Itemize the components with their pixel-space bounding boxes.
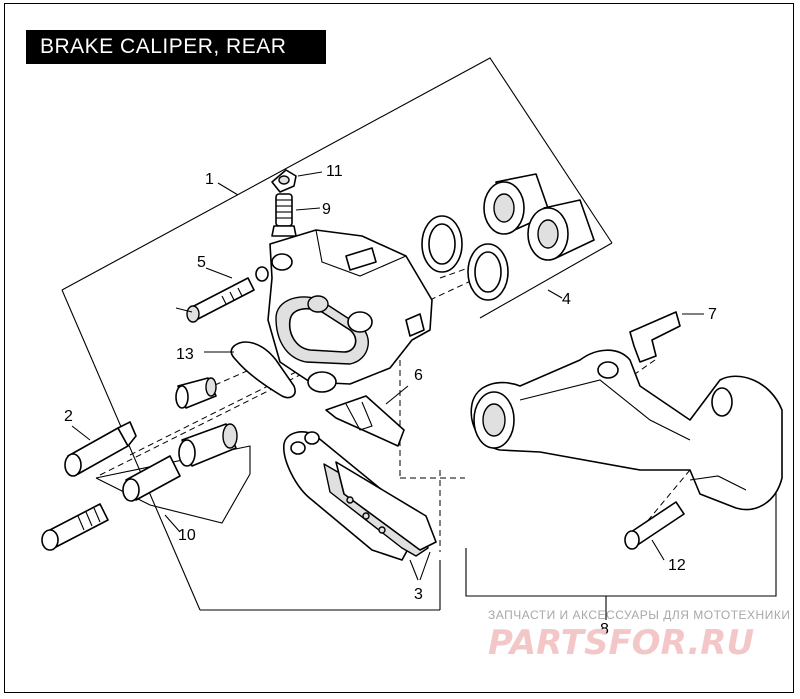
brake-pads-part-3 — [283, 431, 437, 581]
group-bracket-10 — [95, 445, 251, 533]
pin-part-2 — [64, 421, 137, 477]
callout-12: 12 — [668, 557, 686, 574]
bolt-part-10 — [41, 503, 109, 551]
bleeder-valve-part-9 — [271, 193, 321, 237]
callout-9: 9 — [322, 201, 331, 218]
callout-10: 10 — [178, 527, 196, 544]
seal-part-13 — [204, 341, 296, 399]
piston-sleeve — [175, 377, 217, 409]
watermark-tagline: ЗАПЧАСТИ И АКСЕССУАРЫ ДЛЯ МОТОТЕХНИКИ — [488, 608, 790, 622]
bracket-pin-part-12 — [624, 501, 685, 561]
callout-8: 8 — [600, 621, 609, 638]
watermark: ЗАПЧАСТИ И АКСЕССУАРЫ ДЛЯ МОТОТЕХНИКИ PA… — [488, 608, 790, 663]
guide-pin-part-5 — [175, 266, 269, 323]
caliper-bracket-part-8 — [470, 349, 783, 511]
callout-labels: 1 2 3 4 5 6 7 8 9 10 11 12 13 — [64, 163, 717, 638]
group-bracket-1 — [61, 57, 613, 611]
callout-1: 1 — [205, 171, 214, 188]
callout-5: 5 — [197, 254, 206, 271]
callout-3: 3 — [414, 586, 423, 603]
diagram-title: BRAKE CALIPER, REAR — [26, 30, 326, 64]
group-bracket-8 — [465, 440, 777, 620]
callout-13: 13 — [176, 346, 194, 363]
watermark-logo: PARTSFOR.RU — [488, 623, 754, 663]
caliper-housing-part-1 — [267, 229, 433, 393]
diagram-frame — [4, 3, 794, 693]
group-bracket-4 — [479, 242, 613, 319]
pistons-part-4 — [421, 173, 595, 301]
callout-11: 11 — [326, 163, 343, 180]
callout-2: 2 — [64, 408, 73, 425]
bushing-part-10 — [122, 423, 238, 502]
callout-4: 4 — [562, 291, 571, 308]
pad-spring-part-6 — [325, 385, 409, 447]
callout-7: 7 — [708, 306, 717, 323]
callout-6: 6 — [414, 367, 423, 384]
clip-part-7 — [629, 311, 704, 363]
bleeder-cap-part-11 — [271, 169, 323, 193]
